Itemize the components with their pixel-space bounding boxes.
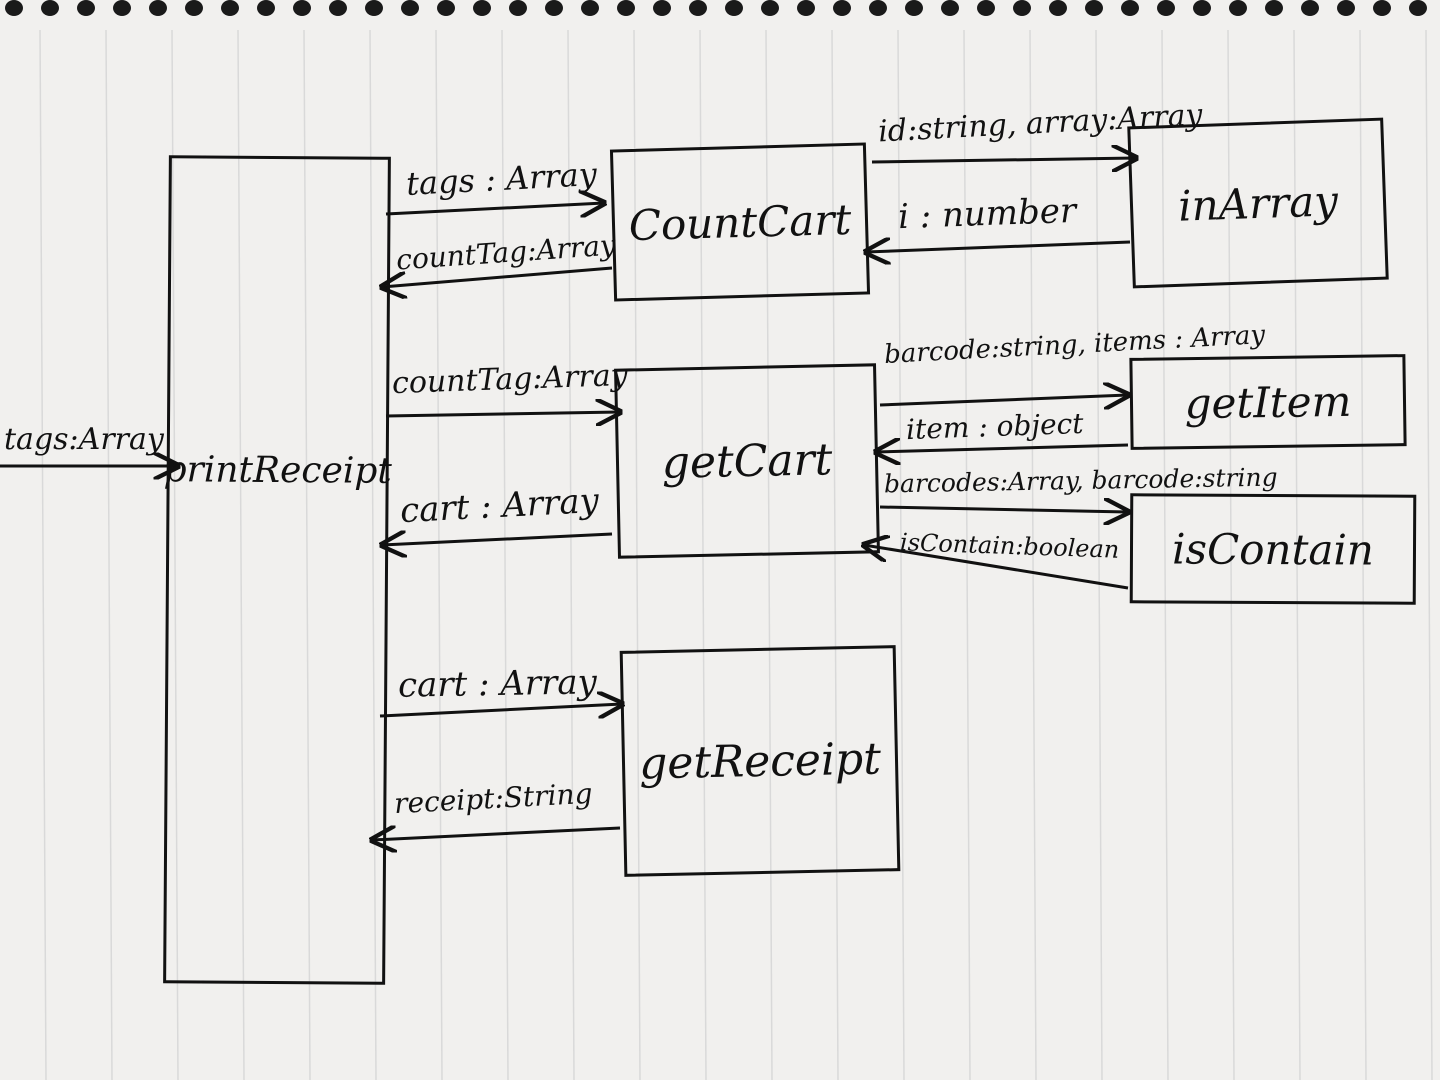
ruled-line: [303, 29, 311, 1080]
ruled-line: [765, 29, 773, 1080]
node-get-receipt-label: getReceipt: [638, 732, 882, 790]
binder-ring: [1301, 0, 1319, 16]
binder-ring: [401, 0, 419, 16]
binder-ring: [1121, 0, 1139, 16]
arrow-from-get-item: [876, 445, 1129, 452]
node-is-contain: isContain: [1129, 493, 1417, 605]
binder-ring: [797, 0, 815, 16]
binder-ring: [941, 0, 959, 16]
binder-ring: [473, 0, 491, 16]
binder-ring: [1265, 0, 1283, 16]
binder-ring: [1409, 0, 1427, 16]
binder-ring: [905, 0, 923, 16]
binder-ring: [977, 0, 995, 16]
arrow-from-is-contain: [864, 545, 1129, 590]
binder-ring: [1193, 0, 1211, 16]
ruled-lines: [39, 29, 1433, 1080]
node-in-array: inArray: [1127, 117, 1389, 289]
binder-ring: [221, 0, 239, 16]
ruled-line: [1161, 29, 1169, 1080]
arrow-from-get-receipt: [372, 828, 621, 840]
node-print-receipt: printReceipt: [163, 155, 393, 985]
node-count-cart-label: CountCart: [628, 194, 852, 250]
binder-ring: [437, 0, 455, 16]
binder-ring: [149, 0, 167, 16]
ruled-line: [237, 29, 245, 1080]
ruled-line: [1227, 29, 1235, 1080]
binder-ring: [329, 0, 347, 16]
binder-ring: [689, 0, 707, 16]
binder-ring: [1049, 0, 1067, 16]
ruled-line: [501, 29, 509, 1080]
binder-ring: [833, 0, 851, 16]
ruled-line: [633, 29, 641, 1080]
binder-ring: [725, 0, 743, 16]
binder-ring: [113, 0, 131, 16]
binder-ring: [365, 0, 383, 16]
ruled-line: [39, 29, 47, 1080]
node-get-receipt: getReceipt: [619, 645, 901, 877]
node-count-cart: CountCart: [609, 142, 871, 302]
arrow-from-count-cart: [382, 266, 613, 287]
ruled-line: [105, 29, 113, 1080]
node-is-contain-label: isContain: [1171, 523, 1375, 575]
binder-ring: [1013, 0, 1031, 16]
edge-label-from-get-item: item : object: [905, 406, 1085, 447]
node-get-item-label: getItem: [1184, 376, 1352, 428]
binder-ring: [617, 0, 635, 16]
binder-ring: [761, 0, 779, 16]
node-get-cart-label: getCart: [661, 433, 833, 489]
ruled-line: [171, 29, 179, 1080]
binder-ring: [1337, 0, 1355, 16]
arrow-from-in-array: [866, 242, 1131, 252]
node-in-array-label: inArray: [1177, 175, 1339, 231]
edge-label-input-tags: tags:Array: [4, 422, 164, 457]
binder-rings: [5, 0, 1427, 16]
ruled-line: [1425, 29, 1433, 1080]
arrow-to-in-array: [871, 158, 1136, 162]
ruled-line: [435, 29, 443, 1080]
binder-ring: [1085, 0, 1103, 16]
node-get-cart: getCart: [614, 363, 880, 559]
binder-ring: [41, 0, 59, 16]
ruled-line: [1029, 29, 1037, 1080]
ruled-line: [1359, 29, 1367, 1080]
ruled-line: [831, 29, 839, 1080]
ruled-line: [1095, 29, 1103, 1080]
binder-ring: [77, 0, 95, 16]
edge-label-to-get-receipt: cart : Array: [397, 662, 598, 706]
binder-ring: [1373, 0, 1391, 16]
arrow-to-get-item: [879, 395, 1128, 405]
ruled-line: [897, 29, 905, 1080]
node-get-item: getItem: [1129, 354, 1407, 450]
binder-ring: [293, 0, 311, 16]
binder-ring: [545, 0, 563, 16]
binder-ring: [1229, 0, 1247, 16]
arrow-to-is-contain: [879, 507, 1128, 512]
binder-ring: [257, 0, 275, 16]
arrow-from-get-cart: [382, 534, 613, 545]
binder-ring: [1157, 0, 1175, 16]
binder-ring: [5, 0, 23, 16]
ruled-line: [1293, 29, 1301, 1080]
arrow-to-count-cart: [385, 203, 604, 214]
node-print-receipt-label: printReceipt: [163, 448, 393, 492]
edge-label-from-in-array: i : number: [897, 190, 1077, 238]
arrow-to-get-receipt: [379, 704, 622, 716]
ruled-line: [369, 29, 377, 1080]
binder-ring: [653, 0, 671, 16]
ruled-line: [963, 29, 971, 1080]
ruled-line: [699, 29, 707, 1080]
binder-ring: [581, 0, 599, 16]
binder-ring: [509, 0, 527, 16]
binder-ring: [869, 0, 887, 16]
binder-ring: [185, 0, 203, 16]
arrow-to-get-cart: [385, 412, 620, 416]
